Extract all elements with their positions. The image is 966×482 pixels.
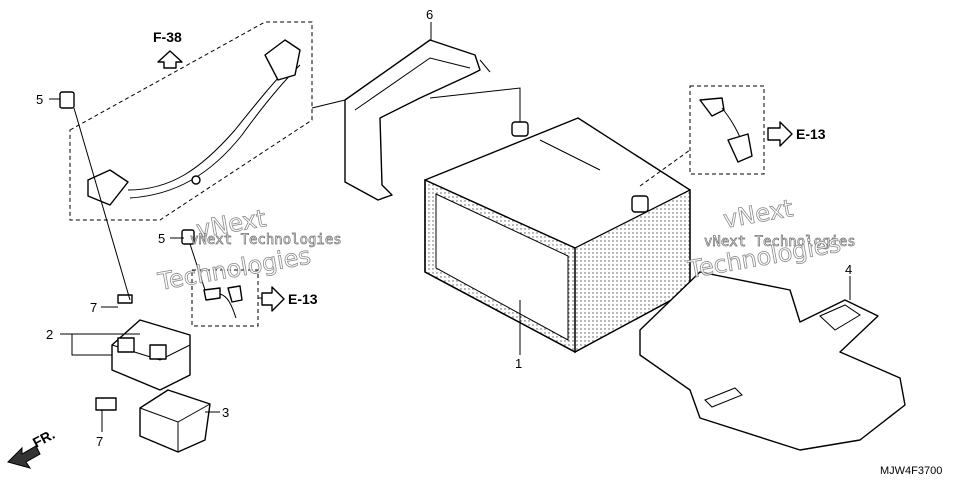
svg-text:E-13: E-13	[288, 291, 318, 307]
ref-e13-left: E-13	[261, 286, 318, 312]
catalog-code: MJW4F3700	[880, 465, 942, 477]
callout-3: 3	[222, 405, 229, 420]
terminal-detail-right	[689, 85, 765, 175]
callout-4: 4	[845, 262, 852, 277]
callout-5-upper: 5	[36, 92, 43, 107]
starter-relay	[111, 319, 191, 391]
battery	[424, 117, 691, 354]
callout-5-lower: 5	[158, 231, 165, 246]
svg-text:vNext Technologies: vNext Technologies	[704, 234, 856, 250]
relay-cover	[139, 389, 211, 453]
ref-f38: F-38	[153, 29, 183, 69]
ref-e13-right: E-13	[767, 121, 826, 147]
callout-2: 2	[46, 327, 53, 342]
wire-harness	[69, 21, 313, 221]
leader-lines	[49, 22, 851, 432]
bolt-lower	[181, 229, 206, 291]
svg-text:vNext Technologies: vNext Technologies	[190, 232, 342, 248]
fuse-lower	[95, 397, 117, 411]
callout-1: 1	[515, 356, 522, 371]
callout-7-lower: 7	[96, 434, 103, 449]
battery-tray	[639, 271, 906, 451]
bolt-upper	[59, 91, 131, 301]
svg-text:F-38: F-38	[153, 29, 182, 45]
callout-7-upper: 7	[90, 300, 97, 315]
fuse-upper	[117, 294, 133, 304]
callout-6: 6	[426, 7, 433, 22]
svg-text:vNext: vNext	[721, 194, 795, 234]
battery-band	[344, 39, 491, 201]
front-direction-arrow: FR.	[7, 426, 57, 469]
svg-text:E-13: E-13	[796, 126, 826, 142]
